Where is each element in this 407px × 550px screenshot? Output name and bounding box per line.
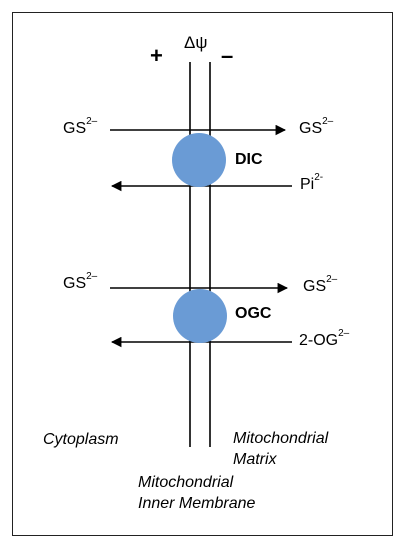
dic-pi-label: Pi2- (300, 172, 324, 194)
cytoplasm-label: Cytoplasm (43, 431, 119, 448)
dic-gs-right-label: GS2– (299, 116, 334, 138)
dic-carrier-circle (172, 133, 226, 187)
membrane-label-line2: Inner Membrane (138, 495, 256, 512)
ogc-label: OGC (235, 305, 272, 322)
ogc-gs-left-label: GS2– (63, 271, 98, 293)
dic-gs-left-label: GS2– (63, 116, 98, 138)
ogc-gs-right-label: GS2– (303, 274, 338, 296)
plus-sign: + (150, 43, 163, 68)
ogc-2og-label: 2-OG2– (299, 328, 350, 350)
diagram-frame (12, 12, 393, 536)
matrix-label-line2: Matrix (233, 451, 277, 468)
minus-sign: – (221, 43, 234, 68)
ogc-carrier-circle (173, 289, 227, 343)
membrane-label-line1: Mitochondrial (138, 474, 234, 491)
matrix-label-line1: Mitochondrial (233, 430, 329, 447)
dic-label: DIC (235, 151, 263, 168)
membrane-potential-label: Δψ (184, 33, 208, 52)
